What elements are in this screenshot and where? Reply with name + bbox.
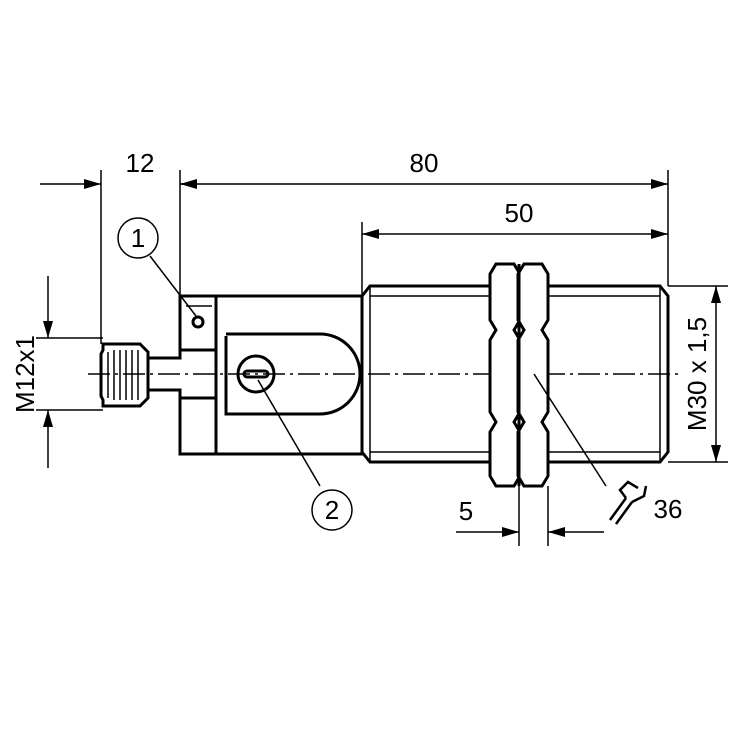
dim-label-5: 5 bbox=[459, 496, 473, 526]
dim-nut-width: 5 bbox=[456, 486, 604, 546]
wrench-size-label: 36 bbox=[654, 494, 683, 524]
dim-connector-length: 12 bbox=[40, 148, 197, 344]
dim-connector-thread: M12x1 bbox=[10, 276, 103, 468]
lock-nuts bbox=[488, 262, 550, 488]
dim-body-thread: M30 x 1,5 bbox=[668, 285, 728, 463]
wrench-size: 36 bbox=[533, 373, 683, 525]
dim-label-12: 12 bbox=[126, 148, 155, 178]
m12-connector bbox=[99, 342, 182, 408]
callout-2-label: 2 bbox=[325, 495, 339, 525]
dim-thread-length: 50 bbox=[361, 198, 668, 296]
dim-label-50: 50 bbox=[505, 198, 534, 228]
dim-overall-length: 80 bbox=[180, 148, 669, 286]
callout-2: 2 bbox=[257, 379, 353, 531]
callout-1: 1 bbox=[117, 217, 197, 317]
callout-1-label: 1 bbox=[131, 223, 145, 253]
potentiometer bbox=[236, 354, 276, 394]
sensor-housing bbox=[178, 294, 364, 456]
dim-label-m12: M12x1 bbox=[10, 335, 40, 413]
dim-label-m30: M30 x 1,5 bbox=[682, 317, 712, 431]
led-indicator bbox=[191, 315, 205, 329]
wrench-icon bbox=[608, 480, 648, 525]
dim-label-80: 80 bbox=[410, 148, 439, 178]
